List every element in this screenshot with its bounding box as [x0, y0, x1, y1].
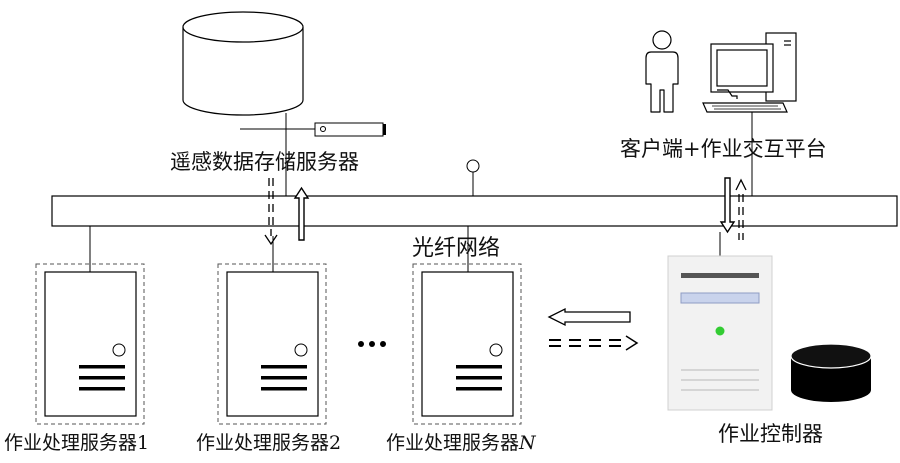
fiber-network-bus [51, 195, 898, 227]
controller-label: 作业控制器 [718, 422, 823, 446]
network-label: 光纤网络 [412, 236, 501, 261]
job-server-1-label: 作业处理服务器1 [4, 432, 150, 454]
servers-to-controller-dashed-arrow [549, 335, 639, 351]
client-download-hollow-arrow [719, 177, 736, 234]
storage-cylinder-icon [182, 11, 304, 116]
person-icon [645, 30, 679, 113]
disk-drive-icon [240, 122, 386, 137]
storage-upload-hollow-arrow [293, 186, 310, 241]
network-node-icon [466, 159, 480, 196]
job-server-n-prefix: 作业处理服务器 [386, 432, 520, 454]
storage-server-label: 遥感数据存储服务器 [170, 150, 359, 174]
black-cylinder-icon [790, 343, 872, 402]
job-server-1 [35, 226, 145, 425]
job-server-n-suffix: N [519, 432, 536, 454]
client-platform-label: 客户端+作业交互平台 [620, 137, 827, 161]
ellipsis-dots [358, 341, 386, 347]
job-server-2 [217, 236, 327, 425]
controller-to-servers-hollow-arrow [547, 307, 631, 327]
job-server-n-label: 作业处理服务器N [386, 434, 536, 453]
desktop-computer-icon [702, 32, 797, 113]
storage-download-dashed-arrow [264, 178, 278, 246]
job-server-2-label: 作业处理服务器2 [196, 432, 342, 454]
controller-tower-icon [667, 232, 773, 411]
job-server-n [412, 226, 522, 425]
client-upload-dashed-arrow [735, 178, 747, 240]
